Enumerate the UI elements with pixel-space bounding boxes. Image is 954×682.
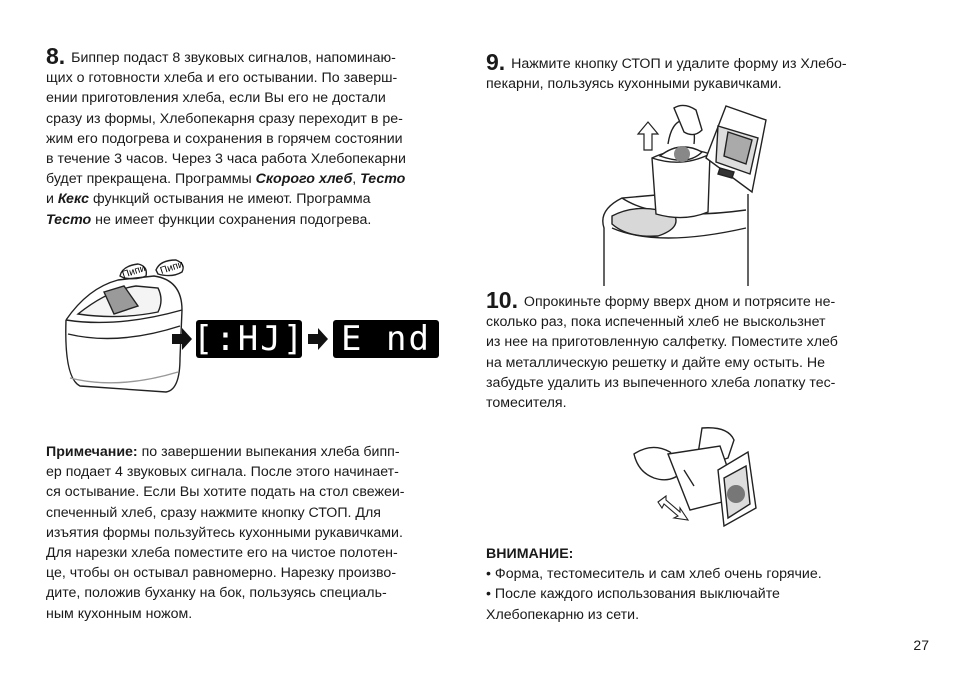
warning-list: • Форма, тестомеситель и сам хлеб очень … xyxy=(486,564,916,625)
note-line: ным кухонным ножом. xyxy=(46,605,193,622)
display-end: E nd xyxy=(333,319,439,359)
step-10-number: 10. xyxy=(486,287,518,313)
step-8-line: будет прекращена. Программы Скорого хлеб… xyxy=(46,169,476,189)
note-text: Примечание: по завершении выпекания хлеб… xyxy=(46,442,476,624)
note-line: по завершении выпекания хлеба бипп- xyxy=(137,444,400,460)
step-8-line: жим его подогрева и сохранения в горячем… xyxy=(46,130,403,147)
warning-block: ВНИМАНИЕ: • Форма, тестомеситель и сам х… xyxy=(486,544,916,625)
note-line: спеченный хлеб, сразу нажмите кнопку СТО… xyxy=(46,504,381,521)
beep-bubble-2: Пипи xyxy=(159,259,185,277)
note-label: Примечание: xyxy=(46,444,138,460)
display-cooling: [:HJ] xyxy=(192,319,306,359)
text-run: будет прекращена. Программы xyxy=(46,171,256,188)
step-10-text: 10. Опрокиньте форму вверх дном и потряс… xyxy=(486,287,916,413)
step-9-number: 9. xyxy=(486,49,506,75)
warning-item: • Форма, тестомеситель и сам хлеб очень … xyxy=(486,566,822,583)
step-8-text: 8. Биппер подаст 8 звуковых сигналов, на… xyxy=(46,43,476,230)
step-8-line: ении приготовления хлеба, если Вы его не… xyxy=(46,90,386,107)
warning-title: ВНИМАНИЕ: xyxy=(486,546,574,562)
step-10-line: сколько раз, пока испеченный хлеб не выс… xyxy=(486,314,826,331)
arrow-up-icon xyxy=(636,121,660,151)
note-line: це, чтобы он остывал равномерно. Нарезку… xyxy=(46,565,397,582)
note-line: дите, положив буханку на бок, пользуясь … xyxy=(46,585,387,602)
arrow-right-icon xyxy=(308,328,328,350)
note-line: Для нарезки хлеба поместите его на чисто… xyxy=(46,545,398,562)
text-run: и xyxy=(46,191,58,208)
step-8-line: Биппер подаст 8 звуковых сигналов, напом… xyxy=(67,50,396,66)
text-run: не имеет функции сохранения подогрева. xyxy=(91,211,372,228)
program-name: Кекс xyxy=(57,191,90,208)
step-10-line: из нее на приготовленную салфетку. Помес… xyxy=(486,334,838,351)
step-10-line: томесителя. xyxy=(486,395,567,412)
text-run: , xyxy=(352,171,361,188)
step-10-line: забудьте удалить из выпеченного хлеба ло… xyxy=(486,374,836,391)
step-8-line: сразу из формы, Хлебопекарня сразу перех… xyxy=(46,110,403,127)
shake-pan-illustration xyxy=(633,427,757,528)
step-8-line: щих о готовности хлеба и его остывании. … xyxy=(46,70,398,87)
step-9-line: Нажмите кнопку СТОП и удалите форму из Х… xyxy=(507,56,847,72)
page-number: 27 xyxy=(913,637,929,653)
program-name: Тесто xyxy=(46,211,92,228)
step-9-line: пекарни, пользуясь кухонными рукавичками… xyxy=(486,76,782,93)
program-name: Тесто xyxy=(360,171,406,188)
warning-item: • После каждого использования выключайте xyxy=(486,586,780,603)
step-8-line: Тесто не имеет функции сохранения подогр… xyxy=(46,210,476,230)
note-line: изъятия формы пользуйтесь кухонными рука… xyxy=(46,524,403,541)
step-8-line: и Кекс функций остывания не имеют. Прогр… xyxy=(46,189,476,209)
step-10-line: Опрокиньте форму вверх дном и потрясите … xyxy=(519,294,836,310)
shake-arrow-icon xyxy=(657,494,690,521)
program-name: Скорого хлеб xyxy=(255,171,353,188)
arrow-right-icon xyxy=(172,328,192,350)
text-run: функций остывания не имеют. Программа xyxy=(89,191,371,208)
step-10-line: на металлическую решетку и дайте ему ост… xyxy=(486,354,826,371)
remove-pan-illustration xyxy=(602,104,767,286)
warning-item: Хлебопекарню из сети. xyxy=(486,606,640,623)
breadmaker-beeping-illustration: Пипи Пипи xyxy=(65,259,185,393)
note-line: ер подает 4 звуковых сигнала. После этог… xyxy=(46,464,399,481)
note-line: ся остывание. Если Вы хотите подать на с… xyxy=(46,484,405,501)
step-8-number: 8. xyxy=(46,43,66,69)
step-8-line: в течение 3 часов. Через 3 часа работа Х… xyxy=(46,151,406,168)
step-9-text: 9. Нажмите кнопку СТОП и удалите форму и… xyxy=(486,49,916,94)
